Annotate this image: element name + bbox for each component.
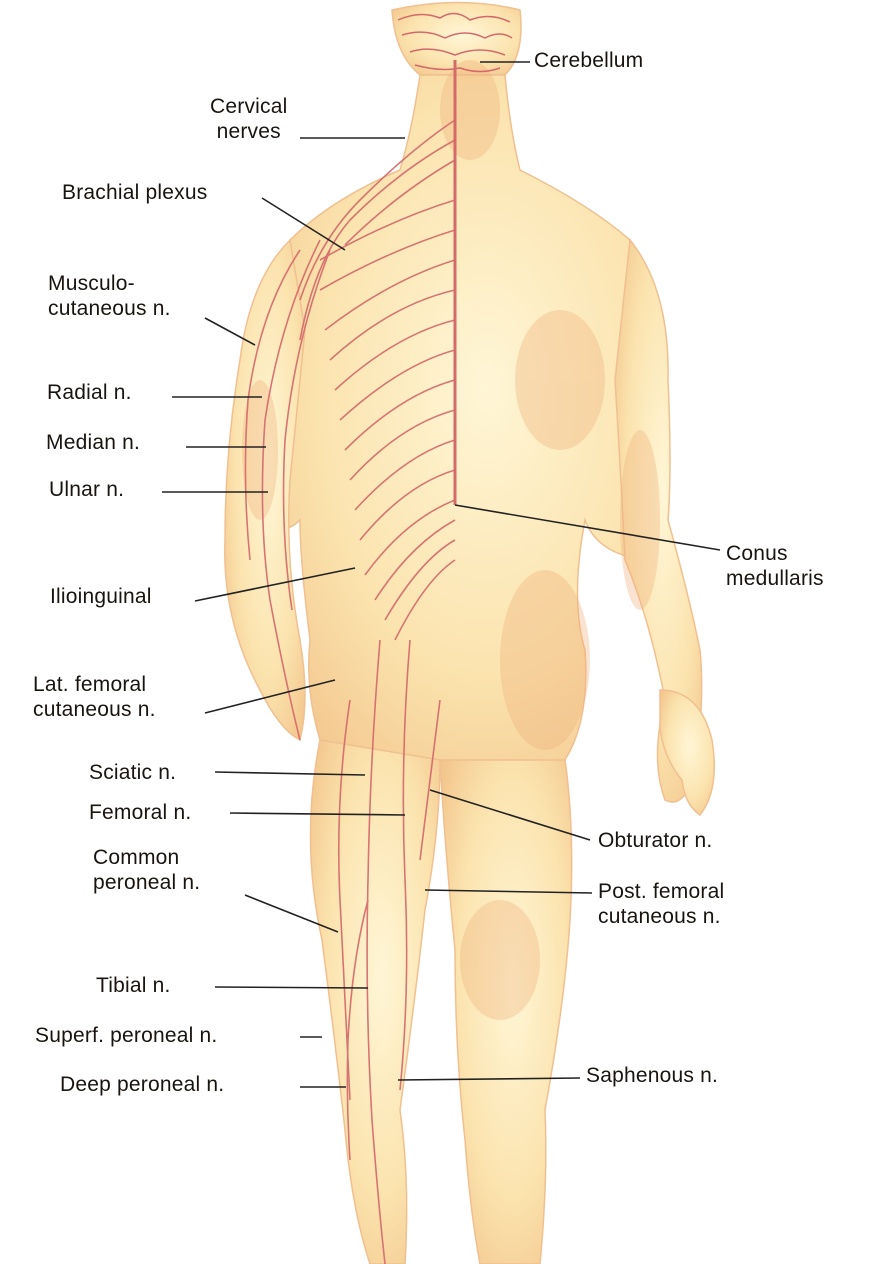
label-superf-peroneal: Superf. peroneal n. (35, 1023, 217, 1048)
label-median: Median n. (46, 430, 140, 455)
label-brachial-plexus: Brachial plexus (62, 180, 207, 205)
label-common-peroneal-line2: peroneal n. (93, 870, 200, 895)
label-cervical-line1: Cervical (210, 94, 287, 119)
label-conus-line2: medullaris (726, 566, 824, 591)
label-lat-femoral-cutaneous: Lat. femoral cutaneous n. (33, 672, 156, 722)
label-cervical-nerves: Cervical nerves (210, 94, 287, 144)
label-ulnar: Ulnar n. (49, 477, 124, 502)
label-obturator: Obturator n. (598, 828, 712, 853)
label-postfem-line2: cutaneous n. (598, 904, 724, 929)
label-femoral: Femoral n. (89, 800, 191, 825)
label-tibial: Tibial n. (96, 973, 171, 998)
label-musculo-line2: cutaneous n. (48, 296, 171, 321)
label-cerebellum: Cerebellum (534, 48, 643, 73)
label-latfem-line1: Lat. femoral (33, 672, 156, 697)
label-conus-line1: Conus (726, 541, 824, 566)
label-conus-medullaris: Conus medullaris (726, 541, 824, 591)
label-radial: Radial n. (47, 380, 132, 405)
label-post-femoral-cutaneous: Post. femoral cutaneous n. (598, 879, 724, 929)
label-postfem-line1: Post. femoral (598, 879, 724, 904)
label-sciatic: Sciatic n. (89, 760, 176, 785)
label-saphenous: Saphenous n. (586, 1063, 718, 1088)
label-latfem-line2: cutaneous n. (33, 697, 156, 722)
label-musculo-line1: Musculo- (48, 271, 171, 296)
label-ilioinguinal: Ilioinguinal (50, 584, 152, 609)
label-common-peroneal-line1: Common (93, 845, 200, 870)
label-deep-peroneal: Deep peroneal n. (60, 1072, 224, 1097)
label-cervical-line2: nerves (210, 119, 287, 144)
label-common-peroneal: Common peroneal n. (93, 845, 200, 895)
label-musculocutaneous: Musculo- cutaneous n. (48, 271, 171, 321)
